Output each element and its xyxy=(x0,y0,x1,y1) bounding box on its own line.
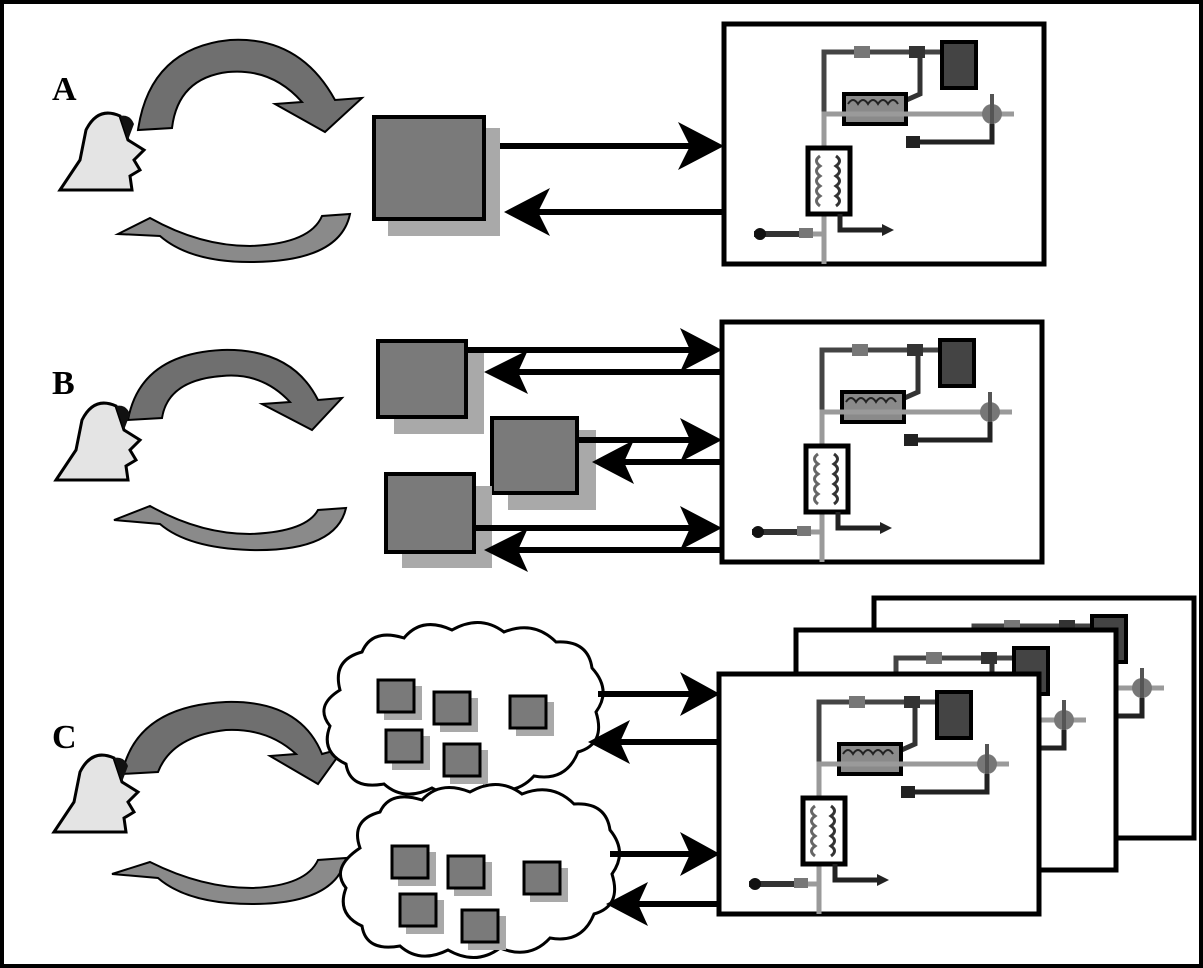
circuit-schematic-icon xyxy=(722,322,1042,562)
agent-box-icon xyxy=(490,416,579,495)
agent-box-icon xyxy=(460,908,500,944)
curved-arrow-icon xyxy=(120,700,347,786)
agent-box-icon xyxy=(384,472,476,554)
curved-arrow-icon xyxy=(136,38,365,134)
arrow-right-icon xyxy=(598,672,720,716)
agent-box-icon xyxy=(432,690,472,726)
arrow-left-icon xyxy=(484,528,722,572)
agent-group-upper xyxy=(376,678,554,784)
curved-arrow-icon xyxy=(113,504,348,552)
arrow-right-icon xyxy=(610,832,720,876)
arrow-left-icon xyxy=(484,350,722,394)
agent-box-icon xyxy=(390,844,430,880)
curved-arrow-icon xyxy=(111,856,348,906)
circuit-schematic-icon xyxy=(719,674,1039,914)
agent-box-icon xyxy=(446,854,486,890)
agent-box-icon xyxy=(398,892,438,928)
agent-box-icon xyxy=(522,860,562,896)
agent-box-icon xyxy=(376,339,468,419)
arrow-left-icon xyxy=(592,440,722,484)
agent-box-icon xyxy=(372,115,486,221)
circuit-schematic-icon xyxy=(724,24,1044,264)
arrow-right-icon xyxy=(474,506,722,550)
arrow-right-icon xyxy=(577,418,722,462)
arrow-left-icon xyxy=(588,720,720,764)
arrow-left-icon xyxy=(606,882,720,926)
agent-box-icon xyxy=(384,728,424,764)
agent-box-icon xyxy=(376,678,416,714)
curved-arrow-icon xyxy=(126,348,345,432)
panel-label-b: B xyxy=(52,365,75,402)
panel-b: B xyxy=(52,322,1042,572)
arrow-right-icon xyxy=(466,328,722,372)
agent-group-lower xyxy=(390,844,568,950)
arrow-left-icon xyxy=(504,188,724,236)
agent-box-icon xyxy=(442,742,482,778)
agent-box-icon xyxy=(508,694,548,730)
arrow-right-icon xyxy=(500,122,724,170)
panel-a: A xyxy=(52,24,1044,264)
panel-label-c: C xyxy=(52,719,77,756)
panel-label-a: A xyxy=(52,71,77,108)
curved-arrow-icon xyxy=(114,212,352,264)
panel-c: C xyxy=(52,598,1194,959)
